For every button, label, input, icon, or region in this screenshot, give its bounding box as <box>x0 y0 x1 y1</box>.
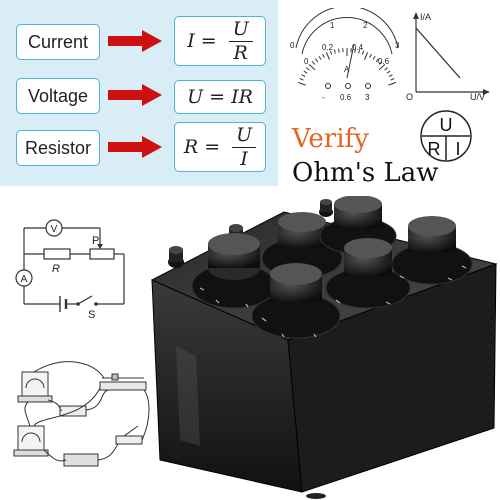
graph-origin: O <box>406 92 413 100</box>
scale-tick <box>388 74 393 78</box>
ohm-triangle-icon: U R I <box>420 110 472 162</box>
scale-tick <box>378 61 383 65</box>
rheostat-symbol <box>89 248 115 260</box>
scale-tick <box>384 67 388 71</box>
dial-knob[interactable] <box>251 263 341 339</box>
scale-tick <box>306 67 310 71</box>
graph-x-label: U/V <box>470 92 485 100</box>
arrow-right-icon <box>108 30 162 52</box>
scale-tick <box>329 50 333 55</box>
scale-tick <box>318 56 322 60</box>
top-scale-tick: 1 <box>330 21 335 30</box>
scale-tick <box>378 64 386 71</box>
formula-numerator: U <box>232 125 257 148</box>
ammeter-label: A <box>21 274 28 285</box>
scale-tick <box>358 49 361 54</box>
top-scale-tick: 3 <box>395 41 400 50</box>
triangle-left: R <box>428 139 441 159</box>
scale-tick <box>325 52 330 60</box>
scale-tick <box>386 70 391 74</box>
voltage-formula: U = IR <box>174 80 266 114</box>
dial-knob[interactable] <box>191 233 277 309</box>
bottom-scale-tick: 0.6 <box>378 57 390 66</box>
triangle-right: I <box>455 139 460 159</box>
meter-unit: A <box>344 65 350 74</box>
scale-tick <box>333 49 336 54</box>
formula-denominator: I <box>240 147 248 170</box>
terminal-icon <box>365 83 371 89</box>
terminal-post[interactable] <box>168 246 184 268</box>
scale-tick <box>308 64 316 71</box>
scale-tick <box>322 53 325 58</box>
dial-knob[interactable] <box>391 216 473 285</box>
terminal-icon <box>325 83 331 89</box>
meter-needle <box>346 43 355 79</box>
voltmeter-icon <box>45 219 63 237</box>
arrow-right-icon <box>108 136 162 158</box>
formula-denominator: R <box>233 41 248 64</box>
dial-knob[interactable] <box>325 238 411 309</box>
triangle-top: U <box>440 115 453 135</box>
scale-tick <box>338 48 340 53</box>
scale-tick <box>303 70 308 74</box>
rheostat-label: P <box>92 235 99 247</box>
title-verify: Verify <box>292 124 369 154</box>
lab-setup-illustration <box>13 361 150 467</box>
scale-tick <box>299 77 304 81</box>
iu-graph: I/A U/V O <box>406 12 490 100</box>
formula-lhs: R <box>183 136 199 158</box>
bottom-scale-tick: 0 <box>304 57 309 66</box>
scale-tick <box>314 58 319 63</box>
scale-tick <box>311 61 316 65</box>
top-scale-tick: 2 <box>363 21 368 30</box>
circuit-diagram: V A R P S <box>15 219 125 318</box>
bottom-scale-tick: 0.4 <box>352 43 364 52</box>
formula-lhs: I <box>187 30 195 52</box>
title-ohms-law: Ohm's Law <box>292 158 439 188</box>
switch-label: S <box>88 309 95 318</box>
scale-tick <box>375 58 380 63</box>
graph-y-label: I/A <box>420 12 431 22</box>
scale-tick <box>364 52 369 60</box>
formula-numerator: U <box>228 19 253 42</box>
bottom-scale-tick: 0.2 <box>322 43 334 52</box>
arrow-right-icon <box>108 84 162 106</box>
terminal-label: - <box>322 93 325 102</box>
scale-tick <box>390 77 395 81</box>
terminal-icon <box>345 83 351 89</box>
resistor-symbol <box>43 248 71 260</box>
current-label: Current <box>16 24 100 60</box>
terminal-label: 0.6 <box>340 93 352 102</box>
terminal-post[interactable] <box>319 199 333 217</box>
resistor-label: Resistor <box>16 130 100 166</box>
meter-scale-diagram: 1 2 3 0 0 0.2 0.4 0.6 A - 0.6 3 <box>290 8 400 102</box>
scale-tick <box>297 81 306 86</box>
voltage-label: Voltage <box>16 78 100 114</box>
resistance-box-product <box>150 196 498 499</box>
terminal-label: 3 <box>365 93 370 102</box>
scale-tick <box>301 74 306 78</box>
scale-tick <box>354 48 356 53</box>
scale-tick <box>388 81 397 86</box>
voltmeter-label: V <box>51 224 58 235</box>
graph-line <box>415 27 461 79</box>
scale-tick <box>361 50 365 55</box>
top-scale-tick: 0 <box>290 41 295 50</box>
scale-tick <box>372 56 376 60</box>
scale-tick <box>369 53 372 58</box>
ammeter-icon <box>15 269 33 287</box>
resistor-label: R <box>52 263 60 275</box>
